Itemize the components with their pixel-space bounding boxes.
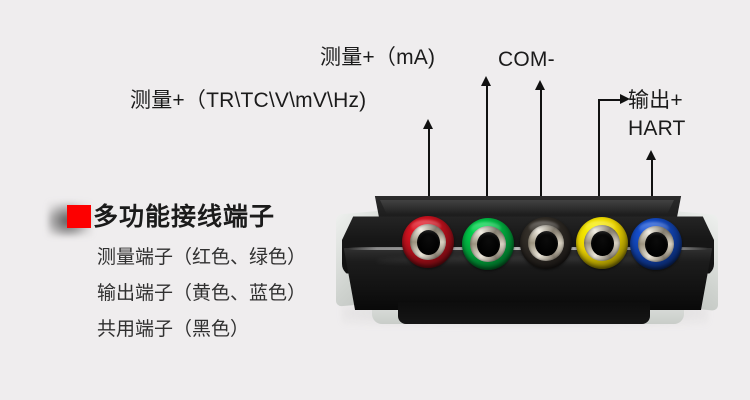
callout-hart: HART [628, 117, 686, 140]
callout-measure-ma: 测量+（mA) [320, 46, 436, 69]
device-body-gloss [376, 256, 676, 266]
terminal-black[interactable] [520, 217, 572, 269]
legend-line-output: 输出端子（黄色、蓝色） [97, 283, 307, 304]
terminal-blue-gloss [639, 222, 669, 235]
terminal-black-gloss [529, 221, 559, 234]
leader-arrow-blue [646, 150, 656, 160]
leader-arrow-yellow [620, 94, 630, 104]
leader-line-black [540, 90, 542, 222]
leader-arrow-red [423, 119, 433, 129]
page-title: 多功能接线端子 [93, 203, 276, 231]
device-body-notch [398, 302, 650, 324]
leader-line-blue [651, 160, 653, 222]
leader-arrow-black [535, 80, 545, 90]
leader-line-yellow-h [598, 99, 624, 101]
device-body-highlight [380, 200, 674, 214]
terminal-green-gloss [471, 222, 501, 235]
leader-line-yellow [598, 99, 600, 222]
terminal-yellow-gloss [585, 221, 615, 234]
terminal-red[interactable] [402, 216, 454, 268]
leader-arrow-green [481, 76, 491, 86]
terminal-yellow[interactable] [576, 217, 628, 269]
device-photo [336, 192, 718, 332]
callout-com: COM- [498, 48, 555, 71]
callout-measure-trtc: 测量+（TR\TC\V\mV\Hz) [130, 89, 367, 112]
terminal-red-hole [417, 230, 440, 255]
callout-output: 输出+ [628, 89, 683, 112]
terminal-blue-hole [645, 232, 668, 257]
terminal-yellow-hole [591, 231, 614, 256]
legend-line-measure: 测量端子（红色、绿色） [97, 247, 307, 268]
terminal-green[interactable] [462, 218, 514, 270]
terminal-green-hole [477, 232, 500, 257]
terminal-black-hole [535, 231, 558, 256]
leader-line-green [486, 86, 488, 222]
terminal-blue[interactable] [630, 218, 682, 270]
legend-line-common: 共用端子（黑色） [97, 319, 250, 340]
leader-line-red [428, 129, 430, 222]
terminal-red-gloss [411, 220, 441, 233]
legend-marker [48, 196, 118, 242]
legend-marker-square [67, 205, 91, 228]
